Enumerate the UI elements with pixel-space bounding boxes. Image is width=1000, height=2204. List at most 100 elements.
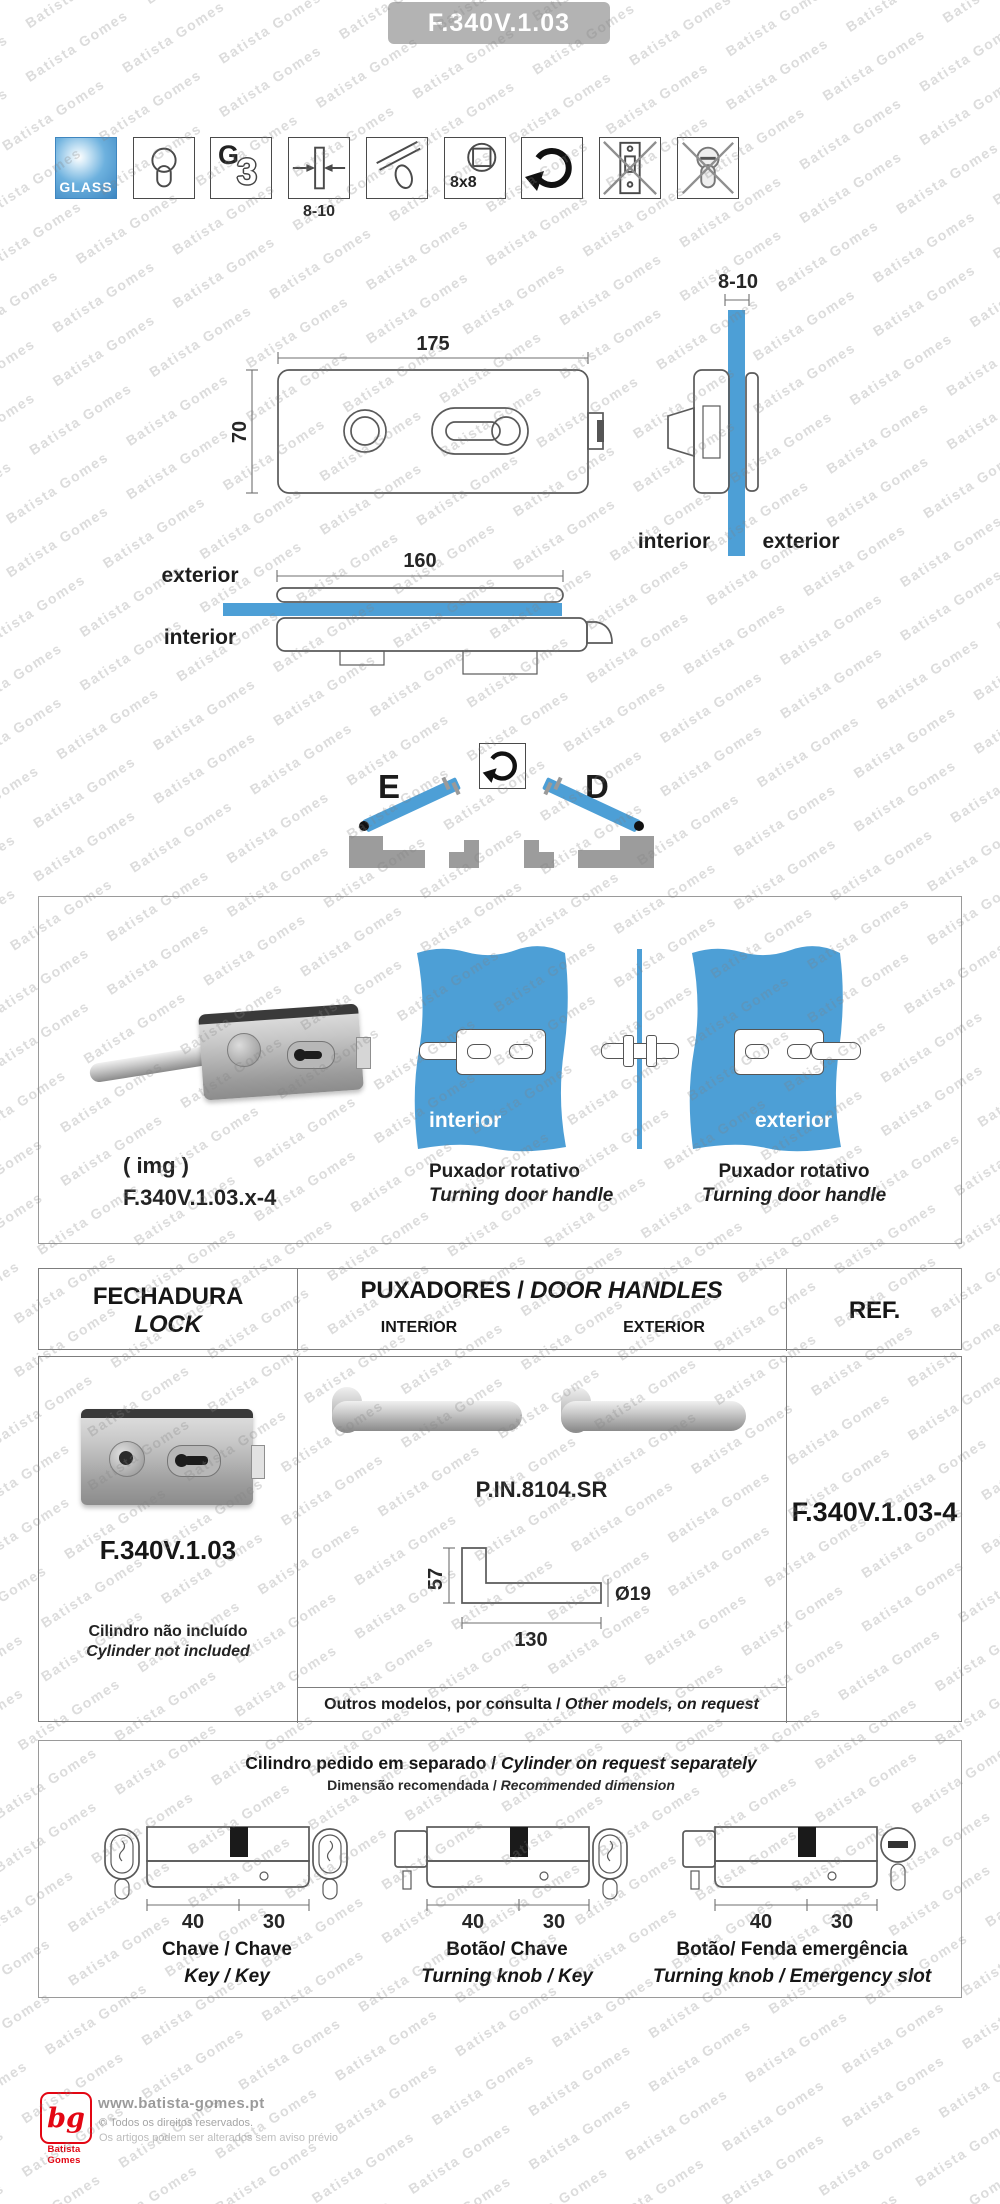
section-exterior-label: exterior (161, 564, 238, 587)
lock-ref: F.340V.1.03 (99, 1535, 237, 1565)
lock-cell-latch (251, 1445, 265, 1479)
cyl1-caption-en: Key / Key (184, 1966, 270, 1987)
table-header-divider (297, 1269, 298, 1351)
image-ref: F.340V.1.03.x-4 (123, 1185, 277, 1210)
cyl3-caption-en: Turning knob / Emergency slot (652, 1966, 932, 1987)
handle-ref: P.IN.8104.SR (475, 1477, 608, 1502)
cylinder-subtitle-pt: Dimensão recomendada / (327, 1777, 501, 1793)
footer-website: www.batista-gomes.pt (98, 2095, 265, 2112)
product-panel: ( img ) F.340V.1.03.x-4 interior exterio… (38, 896, 962, 1244)
front-height-dim: 70 (229, 421, 251, 443)
product-ref-badge: F.340V.1.03 (388, 2, 610, 44)
swing-diagram: E D (0, 700, 1000, 890)
exterior-plate (734, 1029, 824, 1075)
col-handles-pt: PUXADORES / (360, 1277, 531, 1304)
glass-edge-vertical (728, 310, 745, 556)
image-caption: ( img ) (123, 1153, 189, 1178)
cyl2-dim-a: 40 (462, 1911, 484, 1933)
footer-rights: © Todos os direitos reservados. (99, 2117, 254, 2129)
cyl2-caption-en: Turning knob / Key (421, 1966, 593, 1987)
col-handles: PUXADORES / DOOR HANDLES (297, 1277, 786, 1305)
section-latch (586, 621, 613, 644)
no-strike-plate-icon (599, 137, 661, 199)
table-body-divider (297, 1357, 298, 1723)
side-thickness-dim: 8-10 (718, 271, 758, 293)
spindle-label: 8x8 (450, 174, 477, 191)
center-stop-left-step (464, 840, 479, 852)
spindle-washer-right (646, 1035, 657, 1067)
glass-edge-horizontal (223, 603, 562, 616)
cyl1-dim-b: 30 (263, 1911, 285, 1933)
right-hinge-block (620, 836, 654, 850)
col-lock-pt: FECHADURA (92, 1283, 244, 1310)
brand-logo: bg (40, 2092, 92, 2144)
interior-handle-image (332, 1401, 522, 1431)
offset-rod-icon (366, 137, 428, 199)
cylinder-subtitle-en: Recommended dimension (500, 1777, 675, 1793)
product-ref-text: F.340V.1.03 (427, 8, 571, 37)
left-hinge-block-base (349, 850, 425, 868)
product-image (59, 917, 371, 1147)
cyl2-dim-b: 30 (543, 1911, 565, 1933)
col-handles-en: DOOR HANDLES (530, 1277, 723, 1304)
col-lock-en: LOCK (134, 1311, 202, 1338)
table-header: FECHADURA LOCK PUXADORES / DOOR HANDLES … (38, 1268, 962, 1351)
left-door-pivot (359, 821, 369, 831)
section-exterior-plate (276, 587, 564, 603)
cyl1-dim-a: 40 (182, 1911, 204, 1933)
cylinder-panel: Cilindro pedido em separado / Cylinder o… (38, 1740, 962, 1998)
center-stop-right-step (524, 840, 539, 852)
handle-rose (227, 1033, 261, 1067)
interior-panel-label: interior (429, 1109, 502, 1132)
center-stop-left (449, 852, 479, 868)
cyl3-caption-pt: Botão/ Fenda emergência (676, 1939, 908, 1960)
lock-face-outline (277, 369, 589, 494)
spindle-washer-left (623, 1035, 634, 1067)
left-hinge-block (349, 836, 383, 850)
lock-note-en: Cylinder not included (86, 1643, 250, 1660)
interior-caption-en: Turning door handle (429, 1185, 614, 1206)
handle-length-dim: 130 (514, 1629, 547, 1651)
lock-cell-rose (109, 1441, 145, 1477)
glass-icon-label: GLASS (59, 179, 113, 195)
exterior-handle-image (561, 1401, 746, 1431)
other-models-note-en: Other models, on request (565, 1696, 759, 1713)
cyl2-caption-pt: Botão/ Chave (446, 1939, 568, 1960)
table-body: F.340V.1.03 Cilindro não incluído Cylind… (38, 1356, 962, 1723)
table-ref-value: F.340V.1.03-4 (791, 1497, 958, 1527)
right-hinge-block-base (578, 850, 654, 868)
footer-notice: Os artigos podem ser alterados sem aviso… (99, 2132, 339, 2144)
glass-icon: GLASS (55, 137, 117, 199)
brand-logo-initials: bg (47, 2102, 85, 2134)
cyl3-dim-b: 30 (831, 1911, 853, 1933)
exterior-panel-label: exterior (755, 1109, 833, 1132)
interior-plate (456, 1029, 546, 1075)
cylinder-title-pt: Cilindro pedido em separado / (245, 1753, 501, 1773)
lock-note-pt: Cilindro não incluído (88, 1623, 248, 1640)
lock-cell-image (81, 1401, 265, 1511)
grade-3-icon: G 3 (210, 137, 272, 199)
col-sub-exterior: EXTERIOR (623, 1319, 705, 1336)
lock-cell-cylinder (167, 1445, 221, 1477)
side-lock-body (693, 369, 730, 494)
no-cylinder-icon (677, 137, 739, 199)
cyl1-caption-pt: Chave / Chave (162, 1939, 292, 1960)
grade-letter: G (218, 140, 240, 170)
cyl3-dim-a: 40 (750, 1911, 772, 1933)
technical-drawings: 175 70 8-10 interior exterior exterior i… (161, 271, 840, 675)
exterior-handle-bar (811, 1042, 861, 1060)
handle-dimension-drawing: 57 Ø19 130 (425, 1547, 651, 1651)
other-models-note-pt: Outros modelos, por consulta / (324, 1696, 566, 1713)
brand-logo-name: Batista Gomes (47, 2144, 81, 2166)
exterior-caption-en: Turning door handle (701, 1185, 887, 1206)
col-ref: REF. (848, 1297, 901, 1324)
left-door-label: E (378, 768, 401, 805)
side-interior-label: interior (638, 530, 710, 553)
center-stop-right (524, 852, 554, 868)
spindle-8x8-icon: 8x8 (444, 137, 506, 199)
section-interior-label: interior (164, 626, 236, 649)
handle-height-dim: 57 (425, 1568, 447, 1590)
exterior-caption-pt: Puxador rotativo (718, 1161, 870, 1182)
right-door-pivot (634, 821, 644, 831)
